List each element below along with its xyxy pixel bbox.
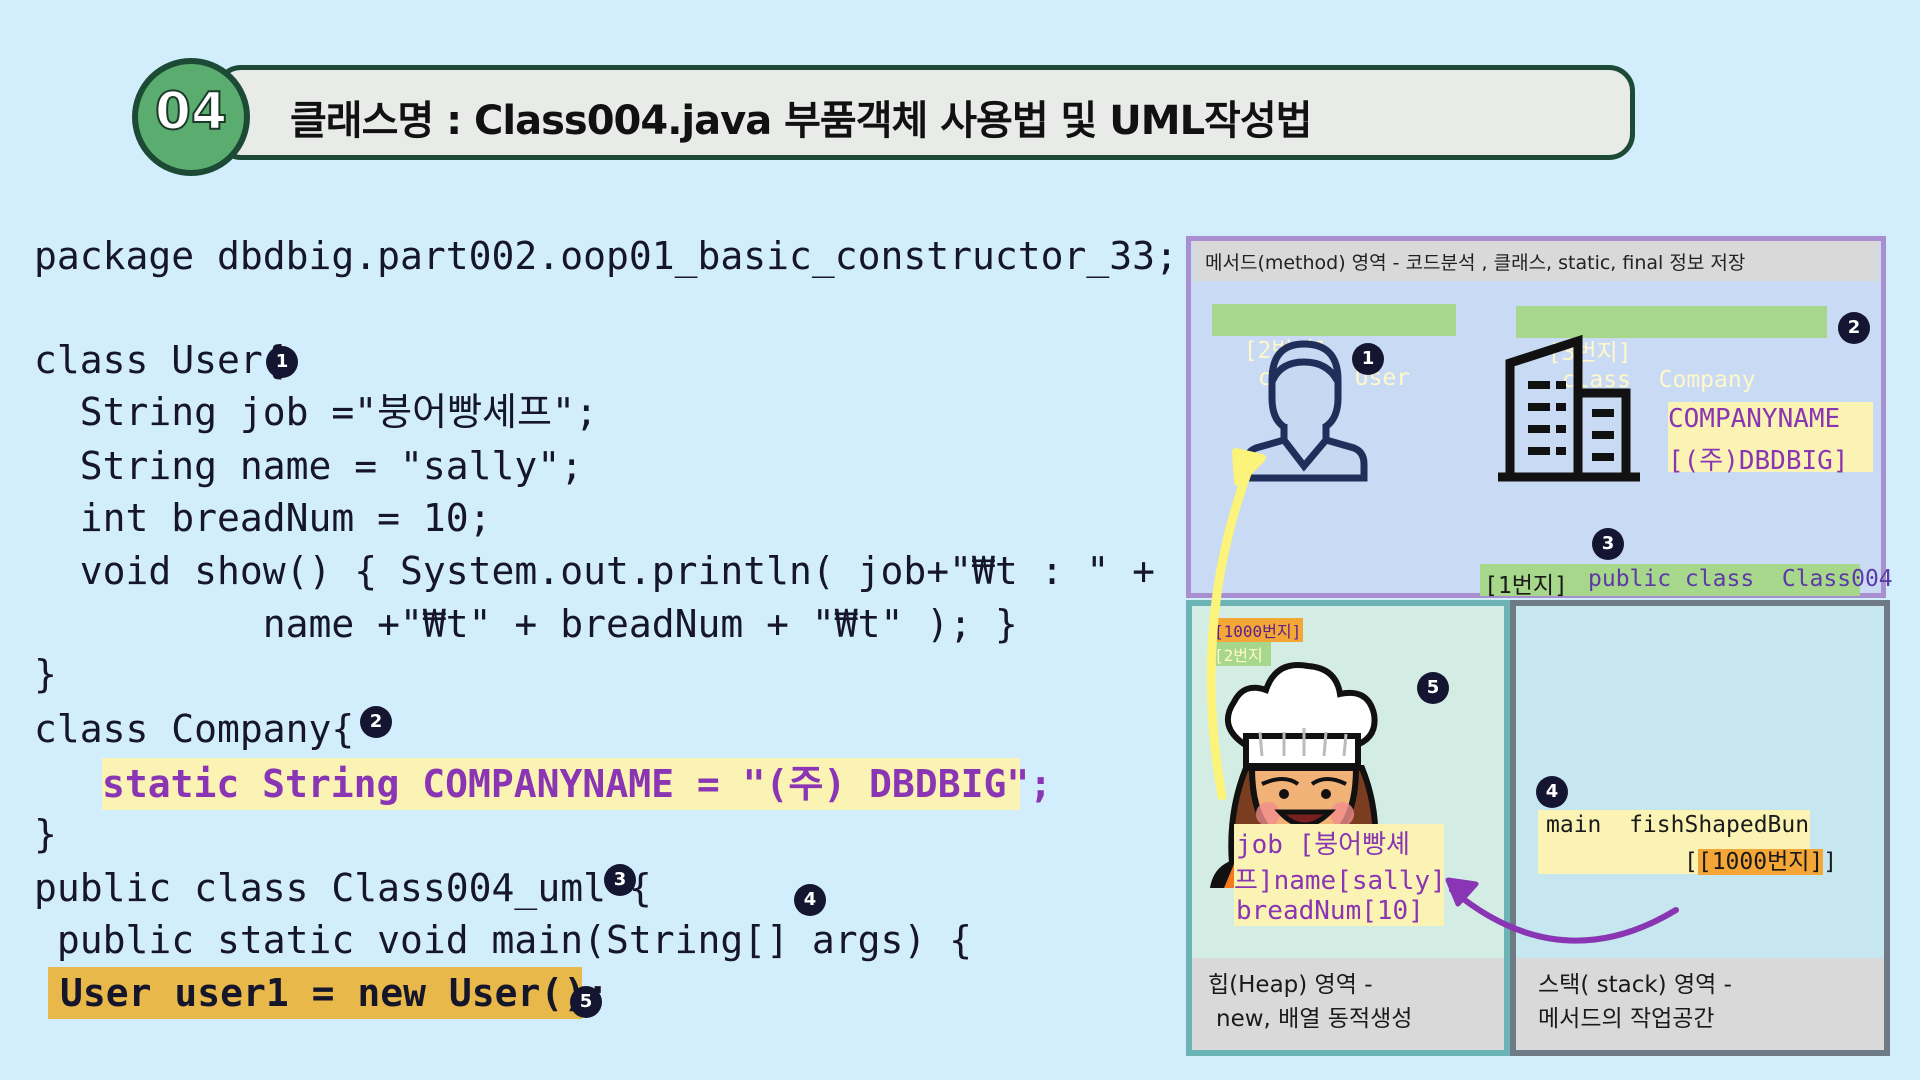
user-class-tag: [2번지] class User: [1212, 304, 1456, 391]
main-addr: [1번지]: [1484, 573, 1568, 599]
heap-field-name: 프]name[sally]: [1234, 866, 1446, 896]
page-title: 클래스명 : Class004.java 부품객체 사용법 및 UML작성법: [290, 98, 1312, 144]
diagram-marker-1: 1: [1352, 343, 1384, 375]
company-class-tag: [3번지] class Company: [1516, 306, 1827, 393]
heap-addr-1000: [1000번지]: [1212, 618, 1304, 642]
company-static-box: [1668, 402, 1873, 472]
method-area-header: [1193, 241, 1879, 281]
company-static-value: [(주)DBDBIG]: [1668, 446, 1849, 476]
heap-field-breadnum: breadNum[10]: [1236, 896, 1424, 926]
heap-footer: [1192, 958, 1504, 1050]
code-line-breadnum: int breadNum = 10;: [34, 496, 492, 540]
code-line-main: public static void main(String[] args) {: [34, 918, 972, 962]
stack-footer-desc: 메서드의 작업공간: [1538, 1006, 1715, 1032]
diagram-marker-4: 4: [1536, 776, 1568, 808]
method-area-title: 메서드(method) 영역 - 코드분석 , 클래스, static, fin…: [1205, 252, 1746, 274]
diagram-marker-2: 2: [1838, 312, 1870, 344]
building-icon: [1498, 335, 1640, 482]
code-line-companyname: static String COMPANYNAME = "(주) DBDBIG"…: [102, 758, 1052, 810]
diagram-marker-3: 3: [1592, 528, 1624, 560]
marker-1: 1: [266, 346, 298, 378]
code-line-close-company: }: [34, 812, 57, 856]
title-bar: [215, 65, 1635, 160]
heap-footer-desc: new, 배열 동적생성: [1216, 1006, 1413, 1032]
stack-footer-title: 스택( stack) 영역 -: [1538, 972, 1732, 998]
marker-2: 2: [360, 706, 392, 738]
stack-reference: [[1000번지]]: [1684, 849, 1838, 875]
heap-object-box: [1234, 824, 1444, 926]
stack-ref-addr: [1000번지]: [1697, 849, 1824, 875]
code-line-job: String job ="붕어빵셰프";: [34, 390, 598, 434]
stack-footer: [1516, 958, 1884, 1050]
company-class-label: class Company: [1561, 367, 1756, 393]
code-line-name: String name = "sally";: [34, 444, 584, 488]
user-icon: [1242, 340, 1368, 482]
heap-field-job: job [붕어빵셰: [1236, 830, 1410, 860]
company-static-field: COMPANYNAME: [1668, 404, 1841, 434]
main-class-label: public class Class004: [1588, 566, 1893, 592]
heap-footer-title: 힙(Heap) 영역 -: [1208, 972, 1373, 998]
code-line-close-user: }: [34, 652, 57, 696]
main-class-tag-bg: [1480, 564, 1860, 596]
code-line-public-class: public class Class004_uml {: [34, 866, 652, 910]
code-line-package: package dbdbig.part002.oop01_basic_const…: [34, 234, 1178, 278]
code-line-show-cont: name +"₩t" + breadNum + "₩t" ); }: [34, 602, 1018, 646]
number-badge: [132, 58, 250, 176]
stack-main-label: main fishShapedBun: [1546, 812, 1810, 838]
number-badge-label: 04: [154, 81, 228, 143]
code-line-show: void show() { System.out.println( job+"₩…: [34, 549, 1156, 593]
diagram-marker-5: 5: [1417, 672, 1449, 704]
code-line-new-user: User user1 = new User();: [48, 967, 609, 1019]
code-line-class-company: class Company{: [34, 707, 355, 751]
marker-3: 3: [604, 864, 636, 896]
marker-5: 5: [570, 986, 602, 1018]
code-line-class-user: class User{: [34, 338, 286, 382]
marker-4: 4: [794, 884, 826, 916]
